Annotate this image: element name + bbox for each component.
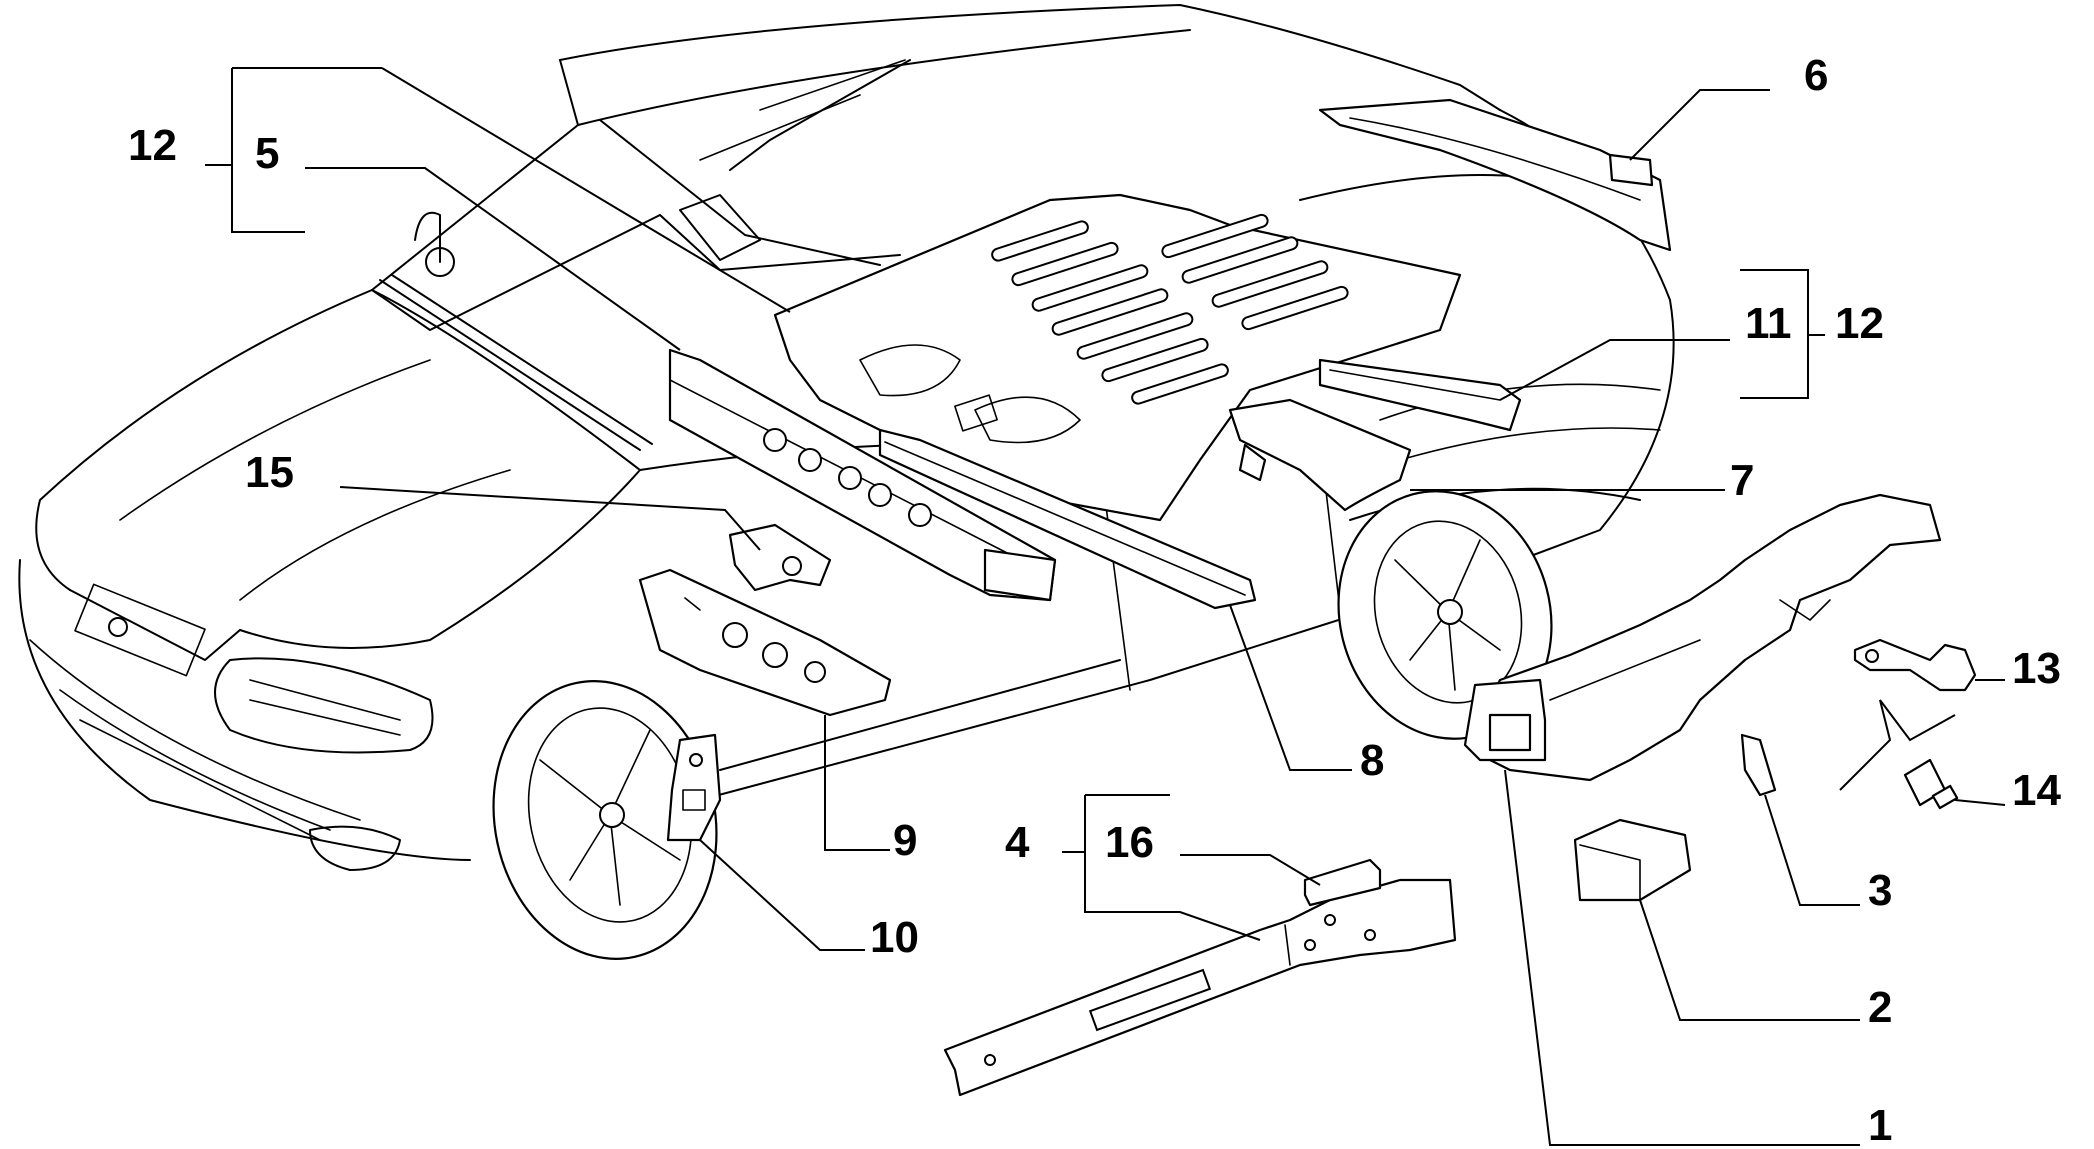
part-16-clip xyxy=(1303,858,1382,907)
part-3-plate xyxy=(1740,733,1777,797)
part-11-rail xyxy=(1318,358,1522,432)
callout-14: 14 xyxy=(2012,766,2061,815)
part-4-side-rail xyxy=(943,878,1457,1097)
callout-3: 3 xyxy=(1868,866,1892,915)
part-2-wedge xyxy=(1573,818,1692,902)
part-6-rear-panel xyxy=(1318,98,1672,252)
callout-2: 2 xyxy=(1868,983,1892,1032)
callout-12-left: 12 xyxy=(128,121,177,170)
callout-13: 13 xyxy=(2012,644,2061,693)
floor-ribs xyxy=(991,213,1349,405)
callout-6: 6 xyxy=(1804,51,1828,100)
callout-4: 4 xyxy=(1005,818,1030,867)
part-1-rear-rail xyxy=(1463,493,1942,782)
callout-10: 10 xyxy=(870,913,919,962)
callout-12-right: 12 xyxy=(1835,299,1884,348)
part-7-rear-floor-bracket xyxy=(1228,398,1412,512)
part-15-bracket xyxy=(728,523,832,592)
callout-16: 16 xyxy=(1105,818,1154,867)
floor-pan xyxy=(773,193,1462,522)
callout-9: 9 xyxy=(893,816,917,865)
part-5-crossmember xyxy=(668,348,1057,602)
leader-lines xyxy=(205,67,2006,1146)
part-14-bolt xyxy=(1903,758,1959,810)
part-13-bracket xyxy=(1853,638,1977,692)
callout-5: 5 xyxy=(255,129,279,178)
callout-8: 8 xyxy=(1360,736,1384,785)
callout-15: 15 xyxy=(245,448,294,497)
part-9-front-beam xyxy=(638,568,892,717)
callout-labels: 12 5 6 11 12 7 15 8 9 10 4 16 13 14 3 2 … xyxy=(128,51,2061,1149)
callout-11: 11 xyxy=(1745,299,1792,348)
callout-1: 1 xyxy=(1868,1101,1892,1149)
part-8-side-sill xyxy=(878,428,1257,610)
car-body-outline xyxy=(18,4,1675,871)
callout-7: 7 xyxy=(1730,456,1754,505)
